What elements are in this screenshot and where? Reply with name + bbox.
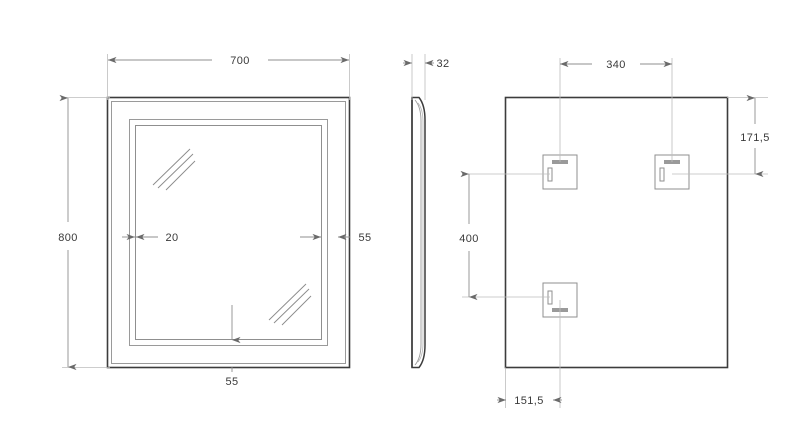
side-profile-inner-line-1 (414, 99, 422, 366)
front-view: 700 800 20 55 55 (58, 54, 371, 388)
top-offset-dimension-label: 171,5 (740, 132, 770, 144)
front-glass-panel (135, 125, 322, 340)
bottom-offset-dimension-label: 151,5 (514, 395, 544, 407)
back-panel-outline (504, 96, 729, 369)
width-dimension-label: 700 (230, 55, 250, 67)
thickness-dimension-label: 32 (436, 58, 449, 70)
bracket-top-left-slot (547, 167, 553, 182)
side-profile-outer (411, 96, 426, 369)
bracket-spacing-dimension-label: 340 (606, 59, 626, 71)
side-view: 32 (403, 54, 449, 369)
inner-gap-dimension-label: 20 (165, 232, 178, 244)
border-bottom-dimension-label: 55 (225, 376, 238, 388)
vertical-spacing-dimension-label: 400 (459, 233, 479, 245)
height-dimension-label: 800 (58, 232, 78, 244)
glass-reflection-lines-top-left (152, 148, 196, 191)
border-right-dimension-label: 55 (358, 232, 371, 244)
bracket-top-right-slot (659, 167, 665, 182)
glass-reflection-lines-bottom-right (268, 283, 312, 326)
front-outer-frame-inner-edge (111, 101, 346, 364)
side-profile-inner-line-2 (417, 102, 424, 363)
front-bevel-frame (129, 119, 328, 346)
front-outer-frame (106, 96, 351, 369)
bracket-bottom-left-slot (547, 290, 553, 305)
back-view: 340 171,5 400 151,5 (459, 58, 770, 408)
